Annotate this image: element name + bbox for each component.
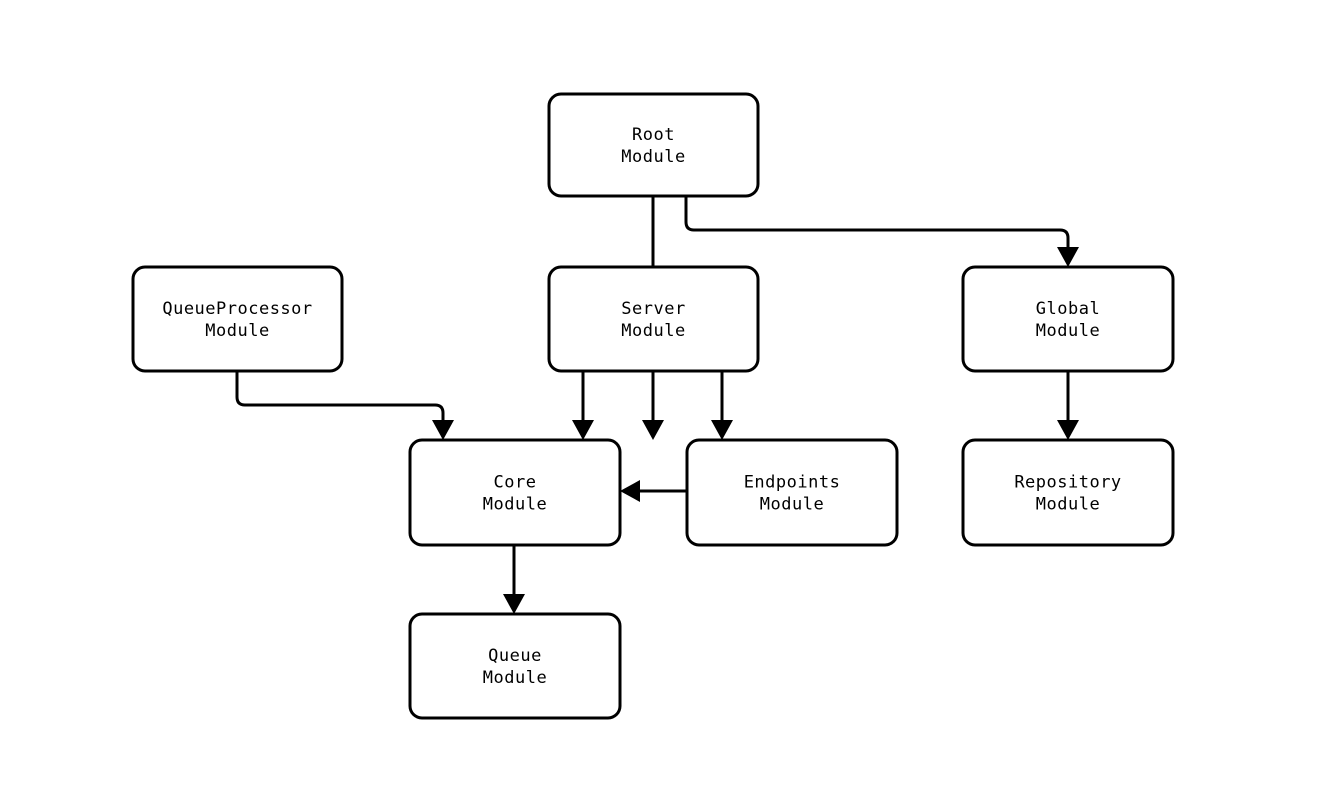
edge-server-to-endpoints: [711, 371, 733, 440]
node-label-line1: Global: [1036, 299, 1100, 319]
node-label-line1: Root: [632, 125, 675, 145]
node-label-line2: Module: [483, 668, 547, 688]
node-box[interactable]: [408, 438, 622, 547]
edge-core-to-queue: [503, 545, 525, 614]
node-box[interactable]: [408, 612, 622, 720]
node-label-line1: Endpoints: [744, 473, 841, 493]
arrowhead-icon: [503, 594, 525, 614]
node-label-line1: Core: [494, 473, 537, 493]
node-box[interactable]: [131, 265, 344, 373]
edge-server-to-core: [572, 371, 594, 440]
edge-queueprocessor-to-core: [235, 371, 454, 440]
node-label-line2: Module: [621, 321, 685, 341]
arrowhead-icon: [572, 420, 594, 440]
node-label-line1: Repository: [1014, 473, 1121, 493]
arrowhead-icon: [620, 480, 640, 502]
node-label-line2: Module: [1036, 495, 1100, 515]
arrowhead-icon: [642, 420, 664, 440]
edge-line: [235, 371, 445, 434]
edge-line: [684, 196, 1070, 261]
edge-global-to-repository: [1057, 371, 1079, 440]
node-label-line2: Module: [621, 147, 685, 167]
arrowhead-icon: [711, 420, 733, 440]
edge-endpoints-to-core: [620, 480, 687, 502]
node-label-line2: Module: [760, 495, 824, 515]
node-label-line2: Module: [483, 495, 547, 515]
edge-root-to-global: [684, 196, 1079, 267]
nodes-layer: RootModuleQueueProcessorModuleServerModu…: [131, 92, 1175, 720]
node-label-line1: QueueProcessor: [162, 299, 312, 319]
node-label-line2: Module: [205, 321, 269, 341]
edges-layer: [235, 196, 1079, 614]
node-box[interactable]: [961, 438, 1175, 547]
arrowhead-icon: [1057, 247, 1079, 267]
node-box[interactable]: [685, 438, 899, 547]
arrowhead-icon: [432, 420, 454, 440]
node-box[interactable]: [547, 265, 760, 373]
node-label-line1: Server: [621, 299, 685, 319]
node-box[interactable]: [547, 92, 760, 198]
node-label-line1: Queue: [488, 646, 542, 666]
arrowhead-icon: [1057, 420, 1079, 440]
node-label-line2: Module: [1036, 321, 1100, 341]
node-box[interactable]: [961, 265, 1175, 373]
